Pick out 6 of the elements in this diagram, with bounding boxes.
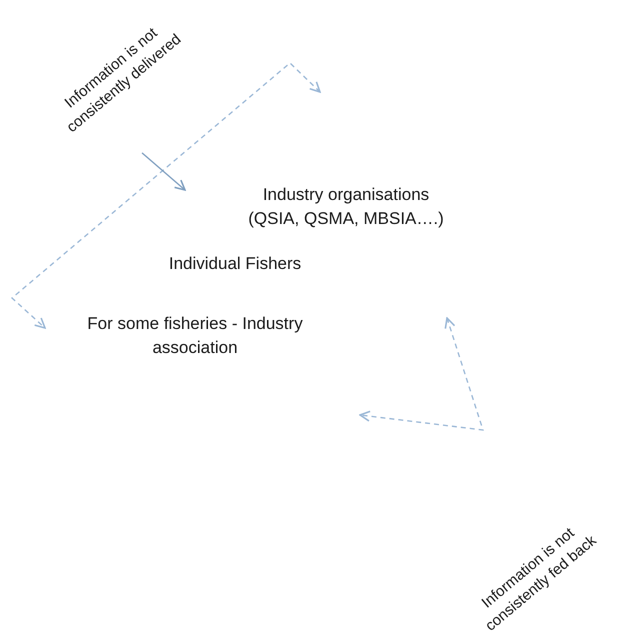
node-label: Industry organisations (QSIA, QSMA, MBSIA….) [236,183,456,231]
arrow [359,317,484,431]
node-label: Individual Fishers [150,252,320,276]
arrow [11,62,321,329]
arrow [142,152,186,191]
node-label: For some fisheries - Industry association [45,312,360,422]
